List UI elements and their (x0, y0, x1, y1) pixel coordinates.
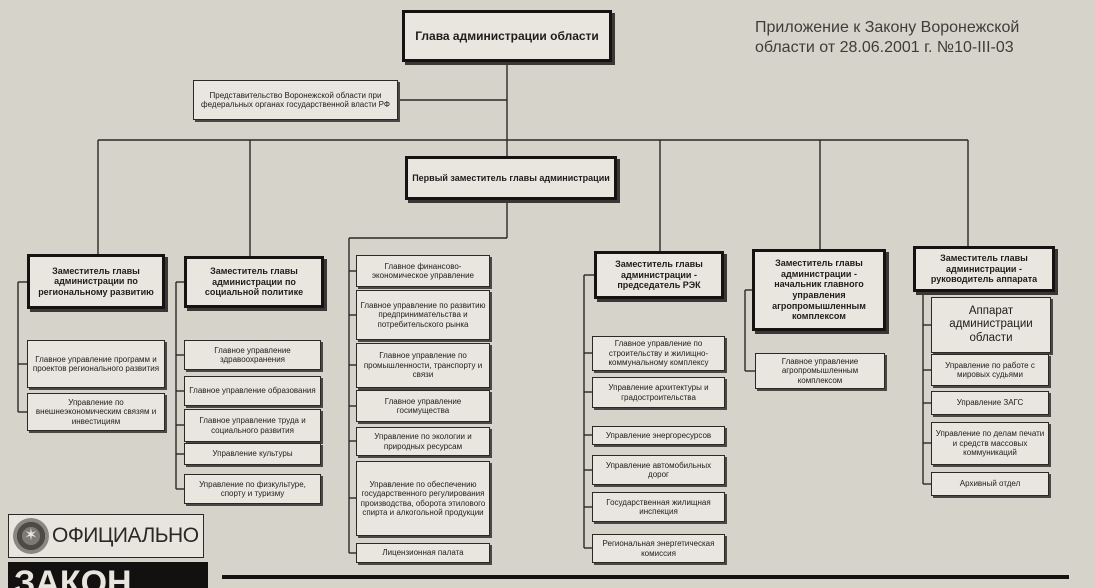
box-unit-rek-6: Региональная энергетическая комиссия (592, 534, 725, 563)
box-central-4: Главное управление госимущества (356, 390, 490, 422)
box-unit-apparatus-4: Управление по делам печати и средств мас… (931, 422, 1049, 465)
box-unit-agro-1: Главное управление агропромышленным комп… (755, 353, 885, 389)
box-representation: Представительство Воронежской области пр… (193, 80, 398, 120)
box-unit-regional-2: Управление по внешнеэкономическим связям… (27, 393, 165, 431)
box-unit-regional-1: Главное управление программ и проектов р… (27, 340, 165, 388)
box-unit-rek-3: Управление энергоресурсов (592, 426, 725, 445)
box-unit-apparatus-2: Управление по работе с мировых судьями (931, 354, 1049, 386)
box-central-1: Главное финансово-экономическое управлен… (356, 255, 490, 287)
box-central-6: Управление по обеспечению государственно… (356, 461, 490, 536)
box-unit-apparatus-1: Аппарат администрации области (931, 297, 1051, 353)
official-stamp: ✶ ОФИЦИАЛЬНО (8, 514, 204, 558)
box-central-5: Управление по экологии и природных ресур… (356, 427, 490, 456)
page-rule (222, 575, 1069, 579)
box-unit-social-3: Главное управление труда и социального р… (184, 409, 321, 442)
box-unit-social-2: Главное управление образования (184, 376, 321, 406)
law-annotation: Приложение к Закону Воронежской области … (755, 19, 1020, 56)
box-unit-apparatus-3: Управление ЗАГС (931, 391, 1049, 415)
box-central-7: Лицензионная палата (356, 543, 490, 563)
box-unit-rek-5: Государственная жилищная инспекция (592, 492, 725, 522)
box-unit-rek-4: Управление автомобильных дорог (592, 455, 725, 485)
box-unit-social-5: Управление по физкультуре, спорту и тури… (184, 474, 321, 504)
box-deputy-social: Заместитель главы администрации по социа… (184, 256, 324, 308)
box-deputy-rek: Заместитель главы администрации - предсе… (594, 251, 724, 299)
box-unit-social-4: Управление культуры (184, 443, 321, 465)
box-deputy-regional: Заместитель главы администрации по регио… (27, 254, 165, 309)
box-central-2: Главное управление по развитию предприни… (356, 290, 490, 340)
box-deputy-apparatus: Заместитель главы администрации - руково… (913, 246, 1055, 292)
coat-of-arms-icon: ✶ (13, 518, 49, 554)
newspaper-masthead: ЗАКОН (8, 562, 208, 588)
box-first-deputy: Первый заместитель главы администрации (405, 156, 617, 200)
stamp-label: ОФИЦИАЛЬНО (52, 524, 199, 547)
box-head: Глава администрации области (402, 10, 612, 62)
box-deputy-agro: Заместитель главы администрации - началь… (752, 249, 886, 331)
box-unit-social-1: Главное управление здравоохранения (184, 340, 321, 370)
box-unit-apparatus-5: Архивный отдел (931, 472, 1049, 496)
box-unit-rek-1: Главное управление по строительству и жи… (592, 336, 725, 371)
box-central-3: Главное управление по промышленности, тр… (356, 343, 490, 388)
box-unit-rek-2: Управление архитектуры и градостроительс… (592, 377, 725, 408)
